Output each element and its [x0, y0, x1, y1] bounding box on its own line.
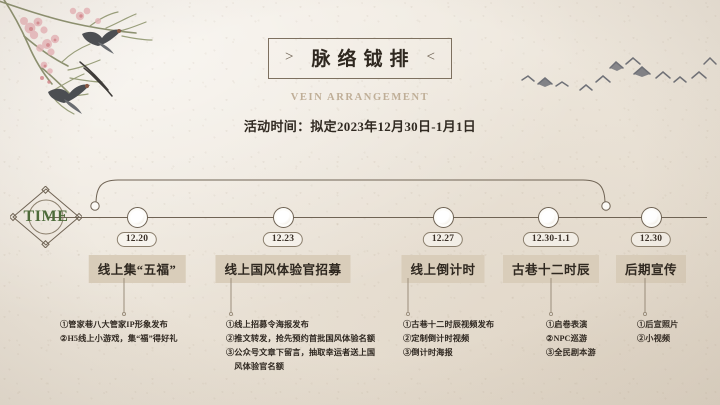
event-time-line: 活动时间：拟定2023年12月30日-1月1日 — [243, 119, 477, 134]
diamond-frame-icon — [8, 185, 84, 249]
swallow-icon — [82, 29, 122, 54]
date-pill: 12.30 — [630, 232, 672, 247]
date-pill: 12.30-1.1 — [522, 232, 580, 247]
connector-stem — [230, 278, 232, 314]
plum-branch-decoration — [0, 0, 153, 115]
phase-heading: 后期宣传 — [615, 255, 687, 283]
timeline-node[interactable] — [640, 207, 662, 228]
page-subtitle-english: VEIN ARRANGEMENT — [290, 92, 430, 103]
date-pill: 12.20 — [116, 232, 158, 247]
time-badge: TIME — [8, 185, 84, 249]
swallow-icon — [48, 83, 90, 114]
phase-bullets: ①启卷表演 ②NPC巡游 ③全民剧本游 — [546, 320, 596, 358]
time-badge-label: TIME — [23, 208, 69, 225]
right-angle-bracket-icon: < — [426, 49, 435, 65]
date-pill: 12.27 — [422, 232, 464, 247]
connector-stem — [644, 278, 646, 314]
phase-heading: 线上倒计时 — [401, 255, 485, 283]
header-block: > 脉络钺排 < VEIN ARRANGEMENT 活动时间：拟定2023年12… — [0, 38, 720, 135]
connector-stem — [123, 278, 125, 314]
timeline-node[interactable] — [432, 207, 454, 228]
flying-geese-decoration — [521, 56, 717, 91]
page-title-box: > 脉络钺排 < — [268, 38, 452, 79]
phase-heading: 线上集“五福” — [88, 255, 186, 283]
connector-stem — [550, 278, 552, 314]
connector-dot — [122, 312, 126, 316]
page-title: 脉络钺排 — [311, 49, 416, 70]
phase-bullets: ①线上招募令海报发布 ②推文转发，抢先预约首批国风体验名额 ③公众号文章下留言，… — [226, 320, 376, 372]
left-angle-bracket-icon: > — [285, 49, 294, 65]
connector-dot — [406, 312, 410, 316]
phase-heading: 线上国风体验官招募 — [215, 255, 351, 283]
date-pill: 12.23 — [262, 232, 304, 247]
timeline-node[interactable] — [272, 207, 294, 228]
timeline-arch-bracket — [90, 179, 611, 211]
phase-bullets: ①后宣照片 ②小视频 — [637, 320, 679, 344]
timeline-axis — [47, 217, 707, 218]
connector-dot — [549, 312, 553, 316]
timeline-node[interactable] — [126, 207, 148, 228]
phase-bullets: ①管家巷八大管家IP形象发布 ②H5线上小游戏，集“福”得好礼 — [60, 320, 178, 344]
connector-dot — [229, 312, 233, 316]
connector-stem — [407, 278, 409, 314]
connector-dot — [643, 312, 647, 316]
phase-bullets: ①古巷十二时辰视频发布 ②定制倒计时视频 ③倒计时海报 — [403, 320, 495, 358]
timeline-node[interactable] — [537, 207, 559, 228]
